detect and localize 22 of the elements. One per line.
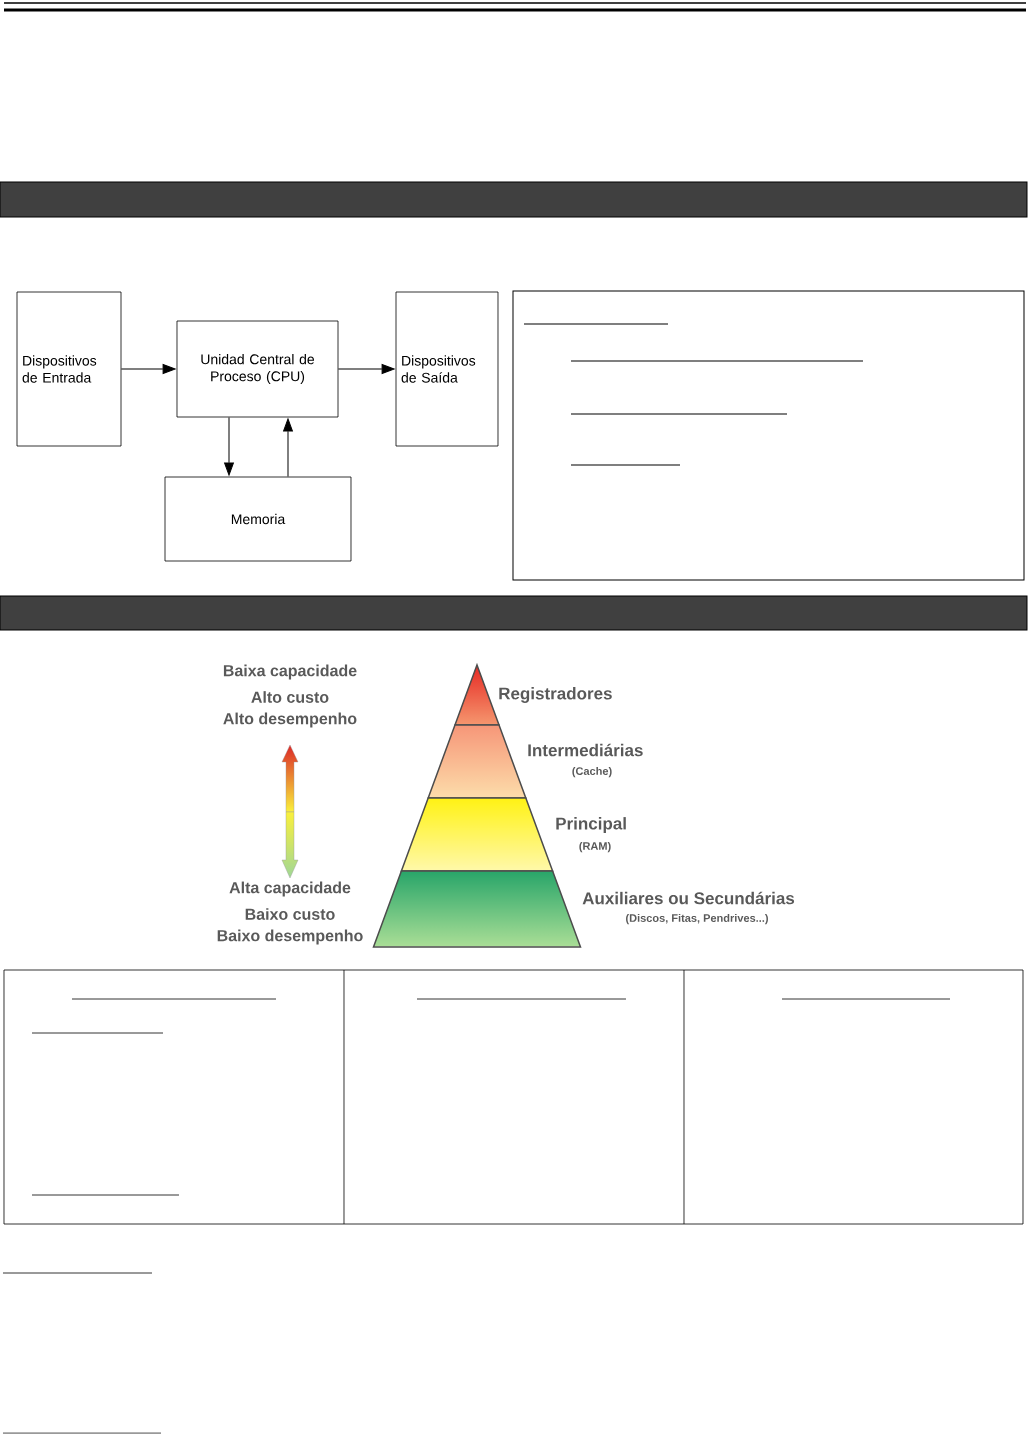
layer-label: Principal: [556, 817, 626, 833]
arrow: [337, 364, 395, 374]
layer-note: (RAM): [579, 841, 611, 853]
layer-label: Auxiliares ou Secundárias: [582, 891, 795, 905]
process-box: Unidad Central de Proceso (CPU): [176, 320, 339, 418]
process-box: Memoria: [164, 476, 352, 562]
layer-label: Intermediárias: [528, 743, 643, 757]
arrow: [283, 418, 293, 478]
axis-label: Alto desempenho: [223, 712, 357, 728]
process-box: Dispositivos de Saída: [395, 291, 499, 447]
process-box: Dispositivos de Entrada: [16, 291, 122, 447]
arrow: [120, 364, 176, 374]
layer-note: (Discos, Fitas, Pendrives...): [626, 913, 768, 925]
axis-label: Baixa capacidade: [223, 664, 357, 680]
arrow: [224, 416, 234, 476]
axis-label: Alto custo: [251, 691, 329, 703]
layer-label: Registradores: [499, 687, 612, 703]
axis-label: Alta capacidade: [229, 881, 351, 897]
section-band: [0, 595, 1028, 631]
section-band: [0, 181, 1028, 218]
layer-note: (Cache): [572, 766, 612, 778]
axis-label: Baixo custo: [245, 908, 335, 920]
